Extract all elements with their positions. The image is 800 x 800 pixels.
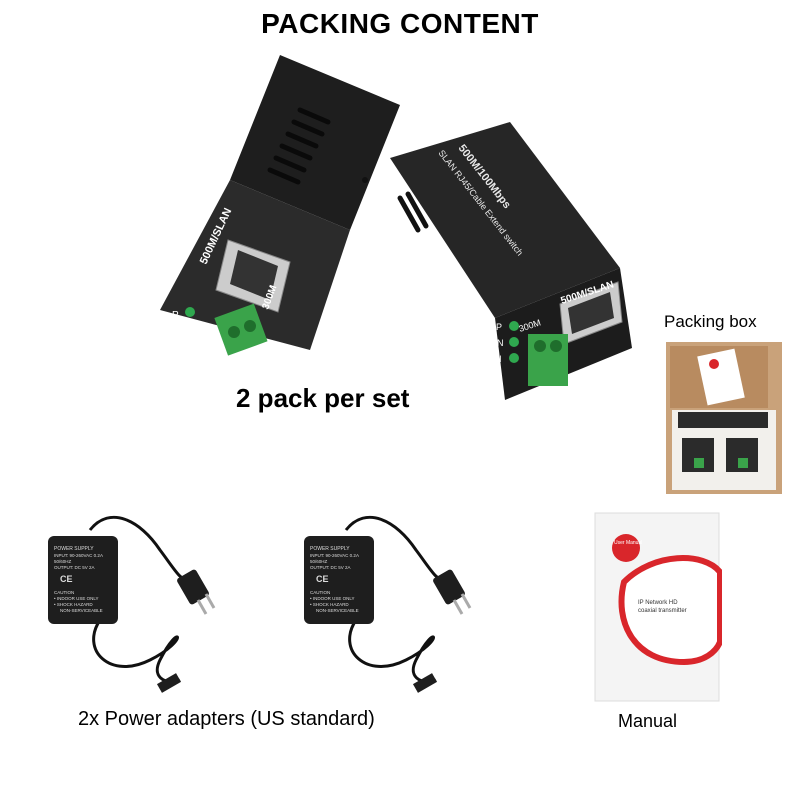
terminal-screw bbox=[244, 320, 256, 332]
adapter-output: OUTPUT: DC 5V 2A bbox=[54, 565, 95, 570]
ce-mark: CE bbox=[60, 574, 73, 584]
adapter-line3: NON-SERVICEABLE bbox=[316, 608, 359, 613]
plug-head bbox=[433, 569, 465, 605]
manual-badge-text: User Manual bbox=[614, 540, 642, 546]
power-adapter-right: POWER SUPPLY INPUT: 90-260VAC 0.2A 50/60… bbox=[304, 515, 472, 693]
adapter-output: OUTPUT: DC 5V 2A bbox=[310, 565, 351, 570]
manual-red-swoosh bbox=[618, 555, 722, 666]
led-p bbox=[185, 307, 195, 317]
screw bbox=[362, 177, 368, 183]
adapter-cable bbox=[92, 619, 181, 684]
terminal-in-box bbox=[694, 458, 704, 468]
led-label-p: P bbox=[172, 310, 179, 321]
terminal-screw bbox=[550, 340, 562, 352]
manual-label: Manual bbox=[618, 711, 678, 731]
led-slan bbox=[509, 337, 519, 347]
rj45-socket bbox=[230, 250, 278, 300]
page-title: PACKING CONTENT bbox=[261, 8, 539, 39]
adapter-body bbox=[304, 536, 374, 624]
terminal-in-box bbox=[738, 458, 748, 468]
led-p bbox=[509, 321, 519, 331]
dc-jack bbox=[156, 673, 182, 693]
vent-slots bbox=[267, 107, 331, 185]
plug-prong bbox=[460, 593, 472, 609]
vent-slots bbox=[397, 191, 429, 233]
manual-text-1: IP Network HD bbox=[638, 600, 678, 606]
adapter-line2: • SHOCK HAZARD bbox=[54, 602, 93, 607]
dc-jack bbox=[412, 673, 438, 693]
power-adapter-left: POWER SUPPLY INPUT: 90-260VAC 0.2A 50/60… bbox=[48, 515, 216, 693]
adapter-input: INPUT: 90-260VAC 0.2A bbox=[310, 553, 359, 558]
manual-badge bbox=[709, 359, 719, 369]
led-lan bbox=[509, 353, 519, 363]
manual-badge bbox=[612, 534, 640, 562]
adapter-input: INPUT: 90-260VAC 0.2A bbox=[54, 553, 103, 558]
unit-side-face bbox=[390, 122, 620, 318]
adapter-body bbox=[48, 536, 118, 624]
manual-text-2: coaxial transmitter bbox=[638, 608, 687, 614]
power-adapters-label: 2x Power adapters (US standard) bbox=[78, 708, 375, 730]
plug-head bbox=[177, 569, 209, 605]
adapter-caution: CAUTION bbox=[310, 590, 330, 595]
adapter-line2: • SHOCK HAZARD bbox=[310, 602, 349, 607]
led-label-slan: SLAN bbox=[480, 338, 504, 348]
plug-prong bbox=[196, 599, 208, 615]
adapter-freq: 50/60HZ bbox=[54, 559, 72, 564]
adapter-in-box bbox=[678, 412, 768, 428]
adapter-cable bbox=[344, 515, 447, 584]
terminal-screw bbox=[228, 326, 240, 338]
terminal-block bbox=[528, 334, 568, 386]
terminal-block bbox=[214, 303, 268, 356]
pack-per-set-label: 2 pack per set bbox=[236, 383, 410, 413]
rj45-socket bbox=[568, 292, 614, 334]
terminal-screw bbox=[534, 340, 546, 352]
extender-unit-left: 500M/SLAN 300M P SLAN bbox=[160, 55, 400, 356]
adapter-line1: • INDOOR USE ONLY bbox=[310, 596, 355, 601]
adapter-heading: POWER SUPPLY bbox=[310, 546, 350, 552]
adapter-line1: • INDOOR USE ONLY bbox=[54, 596, 99, 601]
extender-unit-right: 500M/100Mbps SLAN RJ45/Cable Extend swit… bbox=[390, 122, 632, 400]
adapter-cable bbox=[88, 515, 191, 584]
plug-prong bbox=[452, 599, 464, 615]
manual-image: User Manual IP Network HD coaxial transm… bbox=[594, 512, 722, 702]
adapter-freq: 50/60HZ bbox=[310, 559, 328, 564]
adapter-caution: CAUTION bbox=[54, 590, 74, 595]
manual-in-box bbox=[697, 348, 745, 406]
adapter-heading: POWER SUPPLY bbox=[54, 546, 94, 552]
packing-box-label: Packing box bbox=[664, 312, 757, 331]
packing-box-image bbox=[666, 342, 782, 494]
led-label-p: P bbox=[496, 322, 502, 332]
adapter-line3: NON-SERVICEABLE bbox=[60, 608, 103, 613]
adapter-cable bbox=[348, 619, 437, 684]
plug-prong bbox=[204, 593, 216, 609]
led-label-lan: LAN bbox=[484, 354, 502, 364]
ce-mark: CE bbox=[316, 574, 329, 584]
unit-top-face bbox=[230, 55, 400, 230]
